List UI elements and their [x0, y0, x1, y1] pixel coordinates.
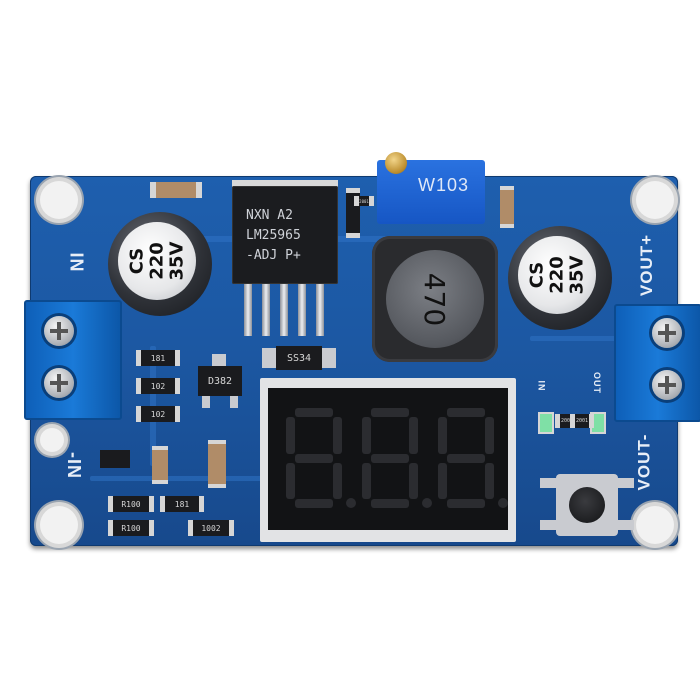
vout-plus-label: VOUT+ — [637, 233, 657, 297]
capacitor-marking: CS — [125, 247, 147, 275]
display-segment — [447, 408, 485, 417]
input-screw-terminal-negative[interactable] — [44, 368, 74, 398]
transistor-pad — [230, 396, 238, 408]
smd-resistor: 181 — [136, 350, 180, 366]
display-segment — [333, 417, 342, 454]
display-segment — [371, 408, 409, 417]
smd-capacitor — [500, 186, 514, 228]
ic-pin — [298, 284, 306, 336]
display-mode-button[interactable] — [556, 474, 618, 536]
ic-pin — [280, 284, 288, 336]
input-capacitor: CS 220 35V — [108, 212, 212, 316]
mounting-hole-top-left — [40, 181, 78, 219]
display-decimal-point — [422, 498, 432, 508]
inductor-marking: 470 — [418, 272, 452, 326]
transistor-pad — [202, 396, 210, 408]
display-segment — [286, 417, 295, 454]
smd-resistor: 181 — [160, 496, 204, 512]
ic-marking-line3: -ADJ P+ — [246, 248, 301, 263]
capacitor-marking: 220 — [545, 256, 567, 294]
small-transistor — [100, 450, 130, 468]
display-segment — [409, 462, 418, 499]
display-segment — [438, 417, 447, 454]
ic-marking-line2: LM25965 — [246, 228, 301, 243]
mounting-hole-bottom-right — [636, 506, 674, 544]
smd-resistor: R100 — [108, 496, 154, 512]
led-in-label: IN — [536, 380, 547, 392]
output-capacitor-top: CS 220 35V — [518, 236, 596, 314]
button-pad — [618, 520, 634, 530]
inductor-core: 470 — [386, 250, 484, 348]
trimmer-adjust-screw-icon[interactable] — [385, 152, 407, 174]
button-pad — [618, 478, 634, 488]
input-terminal-block — [24, 300, 122, 420]
mounting-hole-bottom-left — [40, 506, 78, 544]
display-segment — [295, 453, 333, 463]
smd-resistor: 2001 — [570, 414, 594, 428]
display-face — [268, 388, 508, 530]
button-pad — [540, 520, 556, 530]
vout-minus-label: VOUT- — [634, 433, 654, 491]
via-hole — [40, 428, 64, 452]
display-segment — [485, 462, 494, 499]
regulator-heat-tab — [232, 180, 338, 190]
in-minus-label: -IN — [64, 452, 84, 479]
pcb-trace — [530, 336, 640, 341]
mounting-hole-top-right — [636, 181, 674, 219]
display-segment — [371, 453, 409, 463]
transistor-pad — [212, 354, 226, 366]
seven-segment-display — [260, 378, 516, 542]
diode-pad — [322, 348, 336, 368]
output-screw-terminal-negative[interactable] — [652, 370, 682, 400]
smd-capacitor — [150, 182, 202, 198]
display-segment — [333, 462, 342, 499]
capacitor-marking: 35V — [565, 255, 587, 295]
display-segment — [371, 499, 409, 508]
output-screw-terminal-positive[interactable] — [652, 318, 682, 348]
button-cap[interactable] — [569, 487, 605, 523]
display-decimal-point — [498, 498, 508, 508]
display-segment — [409, 417, 418, 454]
input-capacitor-top: CS 220 35V — [118, 222, 196, 300]
display-segment — [295, 499, 333, 508]
output-capacitor: CS 220 35V — [508, 226, 612, 330]
capacitor-marking: 35V — [165, 241, 187, 281]
diode-pad — [262, 348, 276, 368]
input-indicator-led — [538, 412, 554, 434]
smd-resistor: 1002 — [188, 520, 234, 536]
smd-capacitor — [208, 440, 226, 488]
pcb-trace — [90, 476, 270, 481]
trimmer-marking: W103 — [418, 175, 470, 195]
display-segment — [485, 417, 494, 454]
display-segment — [447, 453, 485, 463]
smd-resistor: R100 — [108, 520, 154, 536]
led-out-label: OUT — [592, 372, 602, 394]
in-label: IN — [66, 252, 87, 273]
inductor: 470 — [372, 236, 498, 362]
display-segment — [295, 408, 333, 417]
ic-pin — [316, 284, 324, 336]
smd-resistor-tiny: 2001 — [354, 196, 374, 206]
transistor: D382 — [198, 366, 242, 396]
ic-pin — [244, 284, 252, 336]
button-pad — [540, 478, 556, 488]
display-segment — [362, 462, 371, 499]
input-screw-terminal-positive[interactable] — [44, 316, 74, 346]
capacitor-marking: CS — [525, 261, 547, 289]
smd-resistor: 102 — [136, 378, 180, 394]
ic-pin — [262, 284, 270, 336]
display-segment — [438, 462, 447, 499]
display-segment — [447, 499, 485, 508]
smd-resistor: 102 — [136, 406, 180, 422]
schottky-diode: SS34 — [276, 346, 322, 370]
capacitor-marking: 220 — [145, 242, 167, 280]
display-decimal-point — [346, 498, 356, 508]
smd-capacitor — [152, 446, 168, 484]
ic-marking-line1: NXN A2 — [246, 208, 293, 223]
display-segment — [286, 462, 295, 499]
regulator-ic: NXN A2 LM25965 -ADJ P+ — [232, 186, 338, 284]
display-segment — [362, 417, 371, 454]
